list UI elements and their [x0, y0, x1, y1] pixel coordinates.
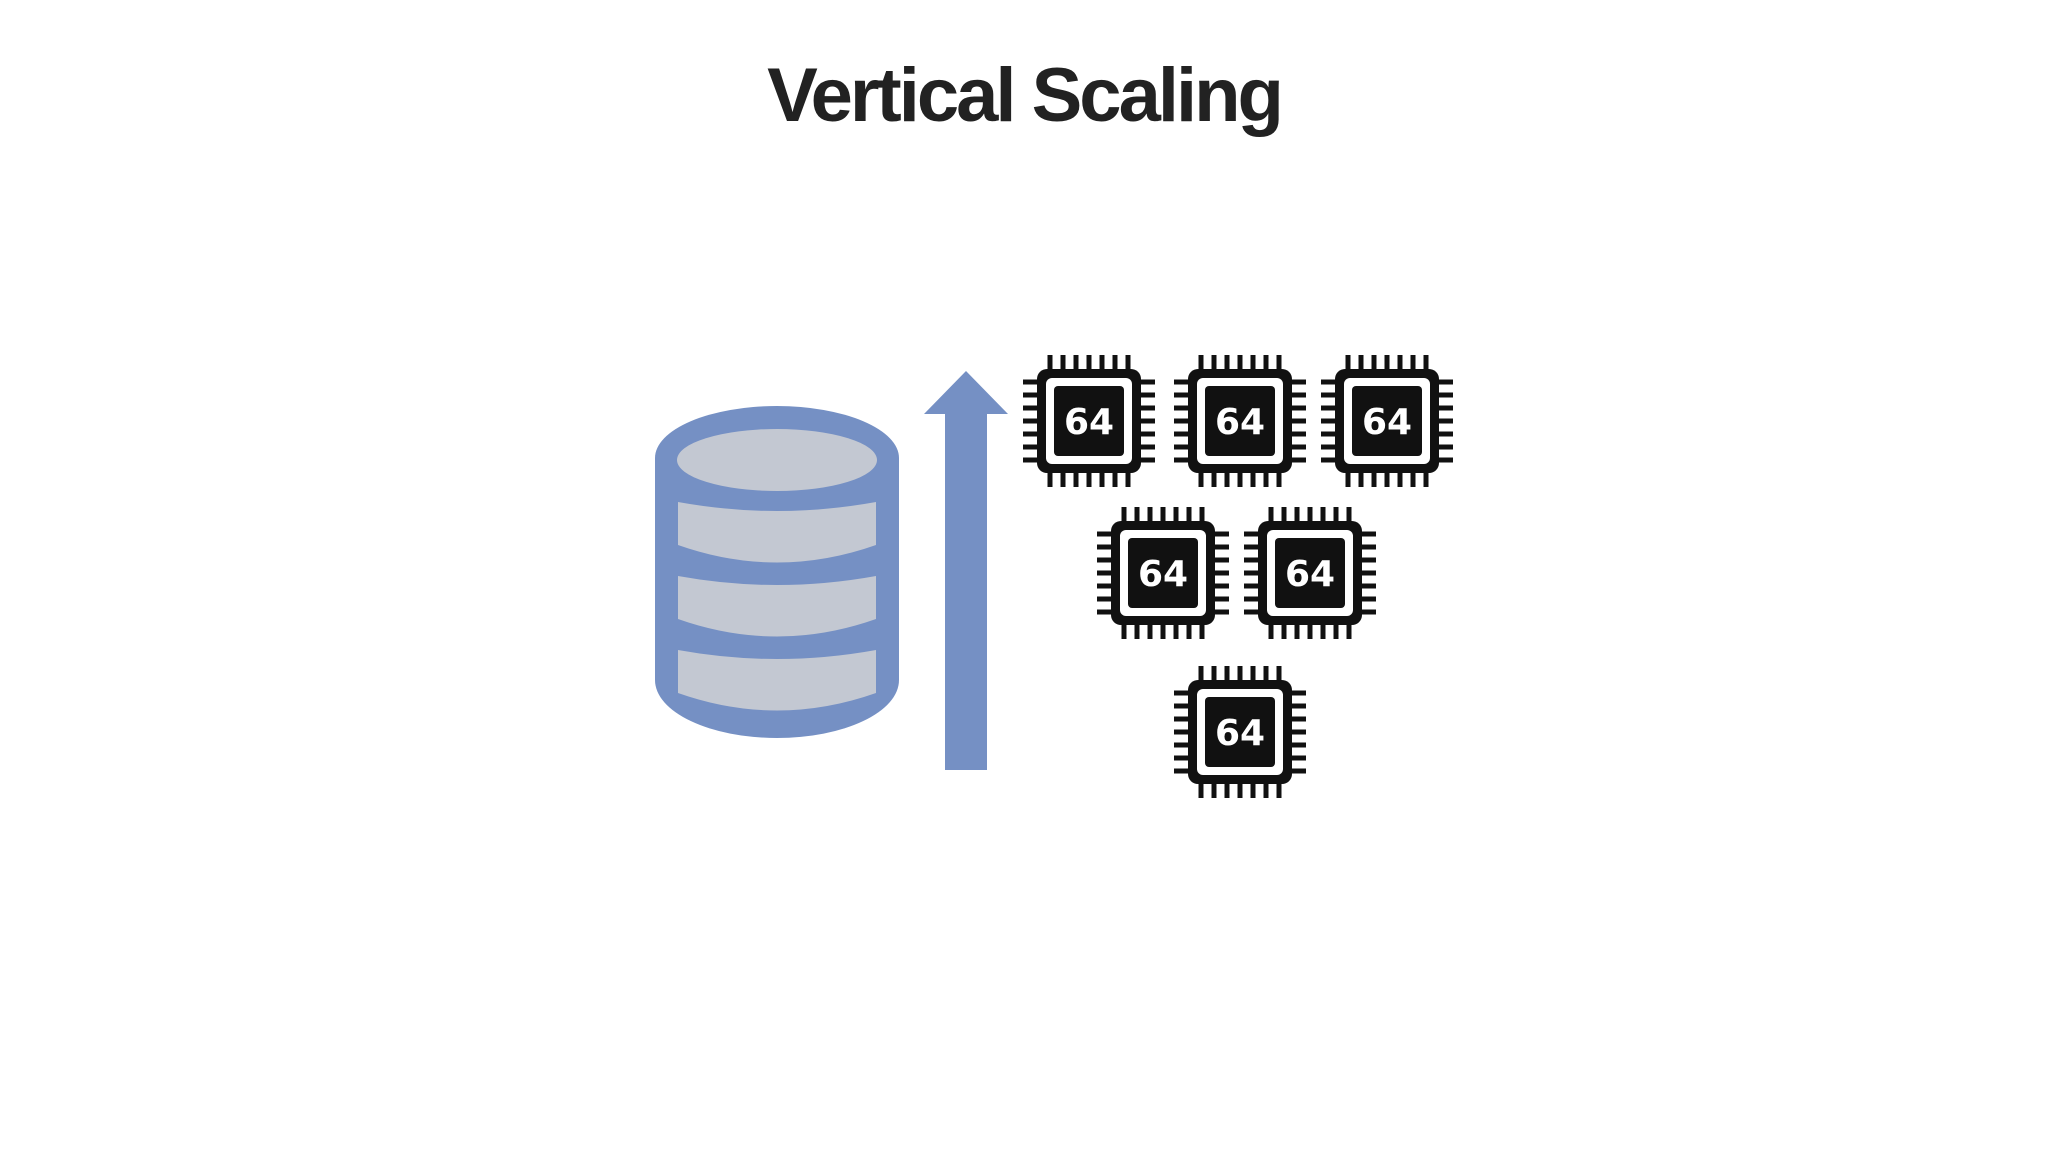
cpu-chip-group: 64 64 64 64 64 64	[1023, 355, 1453, 798]
cpu-core-count-label: 64	[1285, 554, 1335, 595]
cpu-core-count-label: 64	[1138, 554, 1188, 595]
cpu-core-count-label: 64	[1215, 713, 1265, 754]
cpu-chip-icon: 64	[1097, 507, 1229, 639]
cpu-chip-icon: 64	[1174, 666, 1306, 798]
cpu-core-count-label: 64	[1215, 402, 1265, 443]
cpu-chip-icon: 64	[1023, 355, 1155, 487]
cpu-chip-icon: 64	[1244, 507, 1376, 639]
cpu-core-count-label: 64	[1362, 402, 1412, 443]
arrow-up-icon	[924, 371, 1008, 770]
cpu-chip-icon: 64	[1321, 355, 1453, 487]
database-icon	[655, 406, 899, 738]
cpu-chip-icon: 64	[1174, 355, 1306, 487]
slide-title: Vertical Scaling	[767, 53, 1284, 138]
cpu-core-count-label: 64	[1064, 402, 1114, 443]
